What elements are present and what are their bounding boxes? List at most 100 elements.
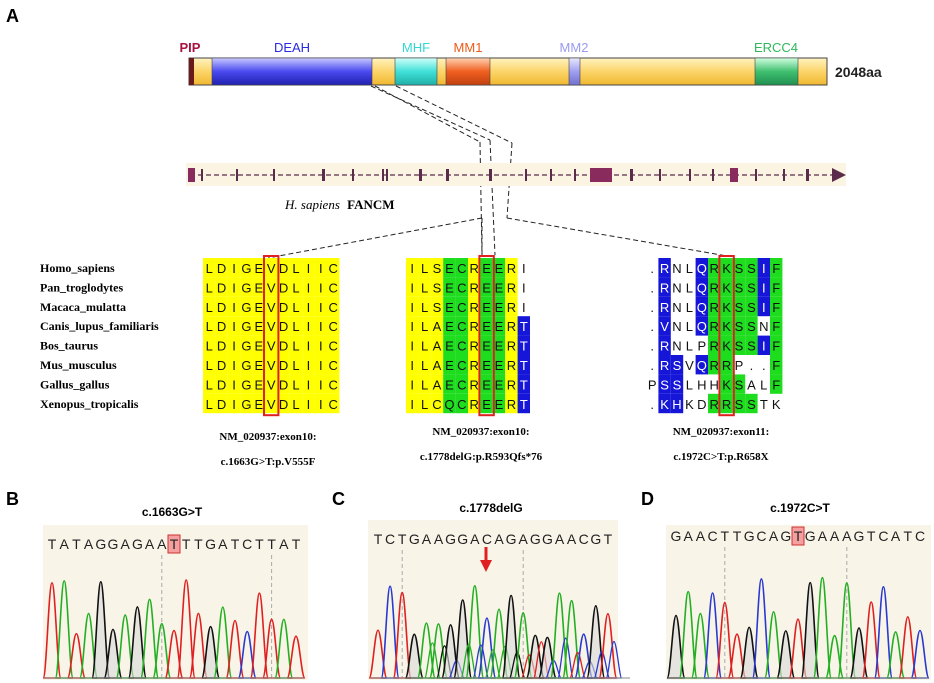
residue-letter: C	[457, 397, 466, 412]
residue-letter: R	[660, 280, 669, 295]
residue-letter: C	[329, 280, 338, 295]
residue-letter: E	[445, 261, 454, 276]
residue-letter: V	[267, 280, 276, 295]
residue-cell	[732, 296, 746, 317]
residue-cell	[277, 277, 290, 297]
residue-cell	[720, 316, 733, 336]
residue-letter: P	[735, 358, 744, 373]
residue-letter: N	[759, 319, 768, 334]
residue-cell	[455, 258, 468, 278]
residue-cell	[695, 258, 708, 278]
residue-cell	[265, 374, 278, 394]
gene-track-bg	[186, 163, 846, 186]
residue-cell	[430, 296, 444, 317]
chromatogram-peak	[861, 601, 881, 679]
residue-letter: E	[495, 358, 504, 373]
residue-cell	[252, 277, 265, 297]
residue-letter: P	[697, 339, 706, 354]
gene-exon	[630, 169, 633, 181]
residue-cell	[770, 258, 783, 278]
residue-letter: R	[470, 319, 479, 334]
residue-letter: S	[747, 300, 756, 315]
secondary-peak	[472, 644, 490, 679]
residue-letter: E	[445, 377, 454, 392]
residue-letter: S	[673, 358, 682, 373]
protein-domain-map: PIP DEAH MHF MM1 MM2 ERCC4 2048aa	[180, 40, 882, 86]
gene-exon	[273, 169, 275, 181]
residue-cell	[492, 296, 506, 317]
residue-letter: L	[206, 339, 213, 354]
residue-letter: V	[267, 397, 276, 412]
residue-cell	[745, 393, 758, 414]
residue-letter: K	[722, 300, 731, 315]
chromatogram-peak	[537, 636, 557, 679]
sequence-base: T	[398, 531, 407, 547]
residue-cell	[770, 355, 783, 375]
residue-letter: K	[685, 397, 694, 412]
residue-letter: L	[421, 339, 428, 354]
gene-exon	[419, 169, 422, 181]
mutation-caption-1: c.1663G>T:p.V555F	[221, 456, 316, 468]
residue-cell	[455, 296, 468, 317]
residue-letter: R	[710, 319, 719, 334]
residue-letter: L	[292, 261, 299, 276]
gene-end-arrow	[832, 168, 846, 182]
residue-cell	[670, 393, 684, 414]
residue-letter: N	[672, 280, 681, 295]
residue-letter: D	[217, 377, 226, 392]
residue-letter: S	[735, 280, 744, 295]
species-label: Bos_taurus	[40, 339, 98, 353]
chromatogram-peak	[586, 605, 606, 679]
residue-letter: K	[660, 397, 669, 412]
residue-cell	[430, 374, 444, 394]
residue-letter: D	[217, 397, 226, 412]
species-label: Canis_lupus_familiaris	[40, 319, 159, 333]
residue-cell	[745, 316, 758, 336]
sequence-base: G	[780, 528, 791, 544]
residue-letter: I	[410, 377, 414, 392]
residue-cell	[517, 335, 530, 355]
chromatogram-peak	[465, 585, 485, 679]
residue-letter: L	[292, 397, 299, 412]
residue-cell	[203, 355, 216, 375]
residue-letter: S	[747, 261, 756, 276]
residue-letter: V	[267, 300, 276, 315]
chromatogram-peak	[598, 613, 618, 679]
residue-letter: I	[307, 280, 311, 295]
residue-cell	[406, 316, 419, 336]
residue-letter: I	[522, 261, 526, 276]
residue-letter: I	[232, 300, 236, 315]
residue-letter: L	[421, 300, 428, 315]
residue-letter: K	[772, 397, 781, 412]
residue-cell	[289, 393, 303, 414]
residue-letter: I	[307, 261, 311, 276]
chromatogram-d-title: c.1972C>T	[770, 501, 830, 515]
residue-cell	[468, 355, 481, 375]
residue-letter: I	[319, 397, 323, 412]
residue-cell	[658, 393, 671, 414]
chromatogram-peak	[453, 599, 473, 679]
residue-cell	[302, 335, 315, 355]
exon-caption-1: NM_020937:exon10:	[219, 431, 316, 443]
residue-cell	[314, 258, 327, 278]
residue-cell	[203, 335, 216, 355]
residue-letter: V	[267, 319, 276, 334]
residue-letter: I	[307, 397, 311, 412]
residue-letter: I	[232, 319, 236, 334]
residue-cell	[455, 316, 468, 336]
residue-cell	[492, 316, 506, 336]
residue-cell	[406, 335, 419, 355]
residue-cell	[745, 296, 758, 317]
exon-caption-2: NM_020937:exon10:	[432, 426, 529, 438]
residue-letter: L	[760, 377, 767, 392]
residue-letter: D	[279, 300, 288, 315]
sequence-base: T	[292, 536, 301, 552]
residue-letter: L	[686, 377, 693, 392]
residue-cell	[443, 335, 456, 355]
residue-letter: D	[697, 397, 706, 412]
residue-letter: F	[772, 339, 780, 354]
residue-letter: C	[329, 377, 338, 392]
species-labels: Homo_sapiensPan_troglodytesMacaca_mulatt…	[40, 261, 159, 411]
